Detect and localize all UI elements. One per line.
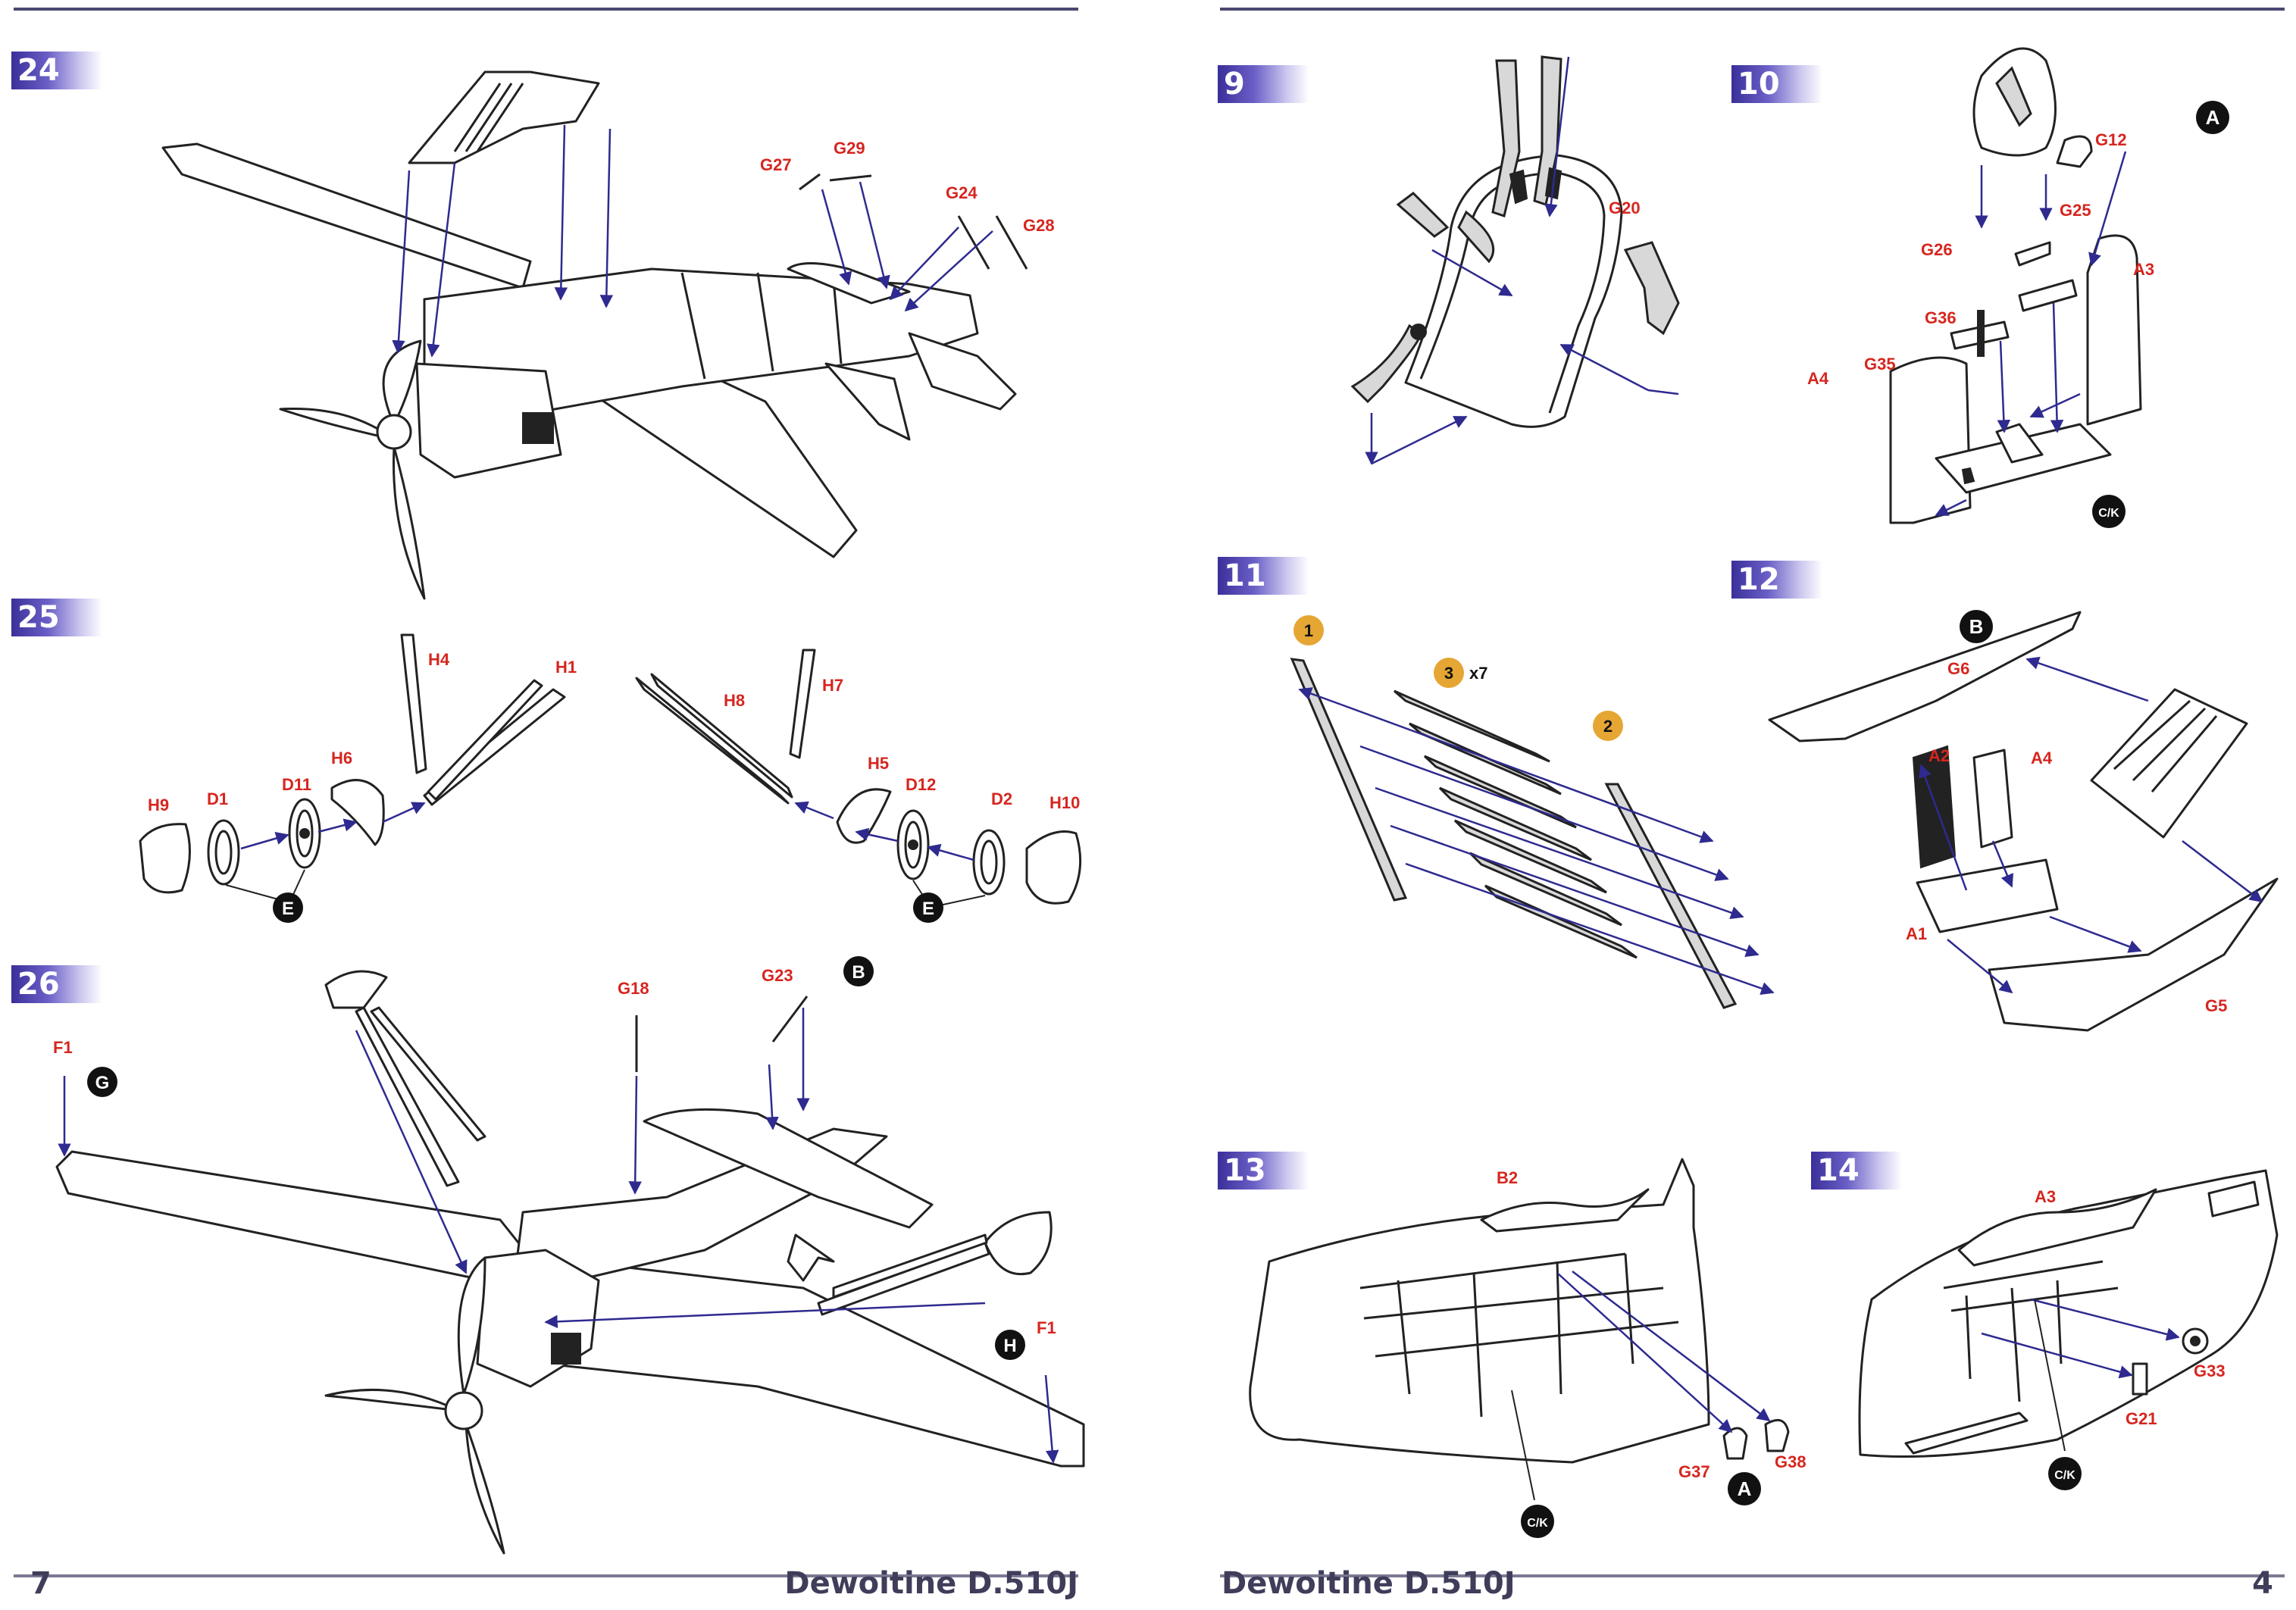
label-g35: G35 [1864, 355, 1896, 374]
step-10-floor [1889, 47, 2142, 524]
step-14-badge: 14 [1811, 1152, 1902, 1190]
label-g24: G24 [946, 183, 978, 202]
svg-text:C/K: C/K [2054, 1469, 2075, 1482]
label-b2: B2 [1497, 1168, 1518, 1187]
label-g29: G29 [834, 139, 865, 158]
footer-rule [14, 1574, 1078, 1577]
label-g5: G5 [2205, 996, 2227, 1015]
label-g6: G6 [1947, 659, 1969, 678]
label-d11: D11 [282, 775, 311, 794]
svg-text:C/K: C/K [2098, 507, 2119, 520]
label-g20: G20 [1609, 199, 1641, 217]
label-h7: H7 [822, 676, 843, 695]
label-g26: G26 [1921, 240, 1953, 259]
svg-text:H: H [1003, 1336, 1016, 1356]
label-g23: G23 [762, 966, 793, 985]
label-f1-left: F1 [53, 1038, 73, 1057]
label-g18: G18 [618, 979, 649, 998]
right-page-illustrations: G20 G12 G26 G25 A3 G36 G35 [1249, 47, 2279, 1538]
top-rule [1220, 8, 2285, 11]
paint-badge-3: 3 [1434, 658, 1464, 688]
label-h9: H9 [148, 796, 169, 814]
step-12-fairing [1768, 611, 2279, 1032]
label-a1: A1 [1906, 924, 1927, 943]
svg-text:G: G [95, 1073, 110, 1093]
marker-h: H [995, 1330, 1025, 1360]
svg-text:3: 3 [1444, 664, 1453, 683]
label-g25: G25 [2060, 201, 2091, 220]
step-14-fuselage [1858, 1169, 2279, 1458]
svg-text:A: A [2206, 106, 2220, 129]
marker-a-step13: A [1728, 1472, 1761, 1505]
label-g38: G38 [1775, 1452, 1806, 1471]
label-a4-step12: A4 [2031, 749, 2053, 767]
svg-text:B: B [852, 962, 865, 983]
label-h8: H8 [724, 691, 745, 710]
label-d12: D12 [906, 775, 936, 794]
label-a4: A4 [1807, 369, 1829, 388]
svg-text:2: 2 [1603, 717, 1613, 736]
marker-e-left: E [273, 893, 303, 923]
label-g21: G21 [2126, 1409, 2157, 1428]
label-g12: G12 [2095, 130, 2127, 149]
label-d2: D2 [991, 789, 1012, 808]
step-25-gear [139, 633, 1082, 906]
svg-text:E: E [922, 899, 934, 919]
svg-text:B: B [1969, 615, 1984, 638]
svg-text:A: A [1738, 1477, 1752, 1500]
paint-marker-ck-step13: C/K [1521, 1505, 1554, 1538]
step-9-seat [1350, 55, 1680, 465]
marker-a-step10: A [2196, 101, 2229, 134]
label-a3-step14: A3 [2035, 1187, 2056, 1206]
paint-marker-ck-step10: C/K [2092, 495, 2126, 528]
label-h1: H1 [555, 658, 577, 677]
step-26-badge: 26 [11, 965, 102, 1003]
label-g28: G28 [1023, 216, 1055, 235]
paint-badge-1: 1 [1293, 615, 1324, 646]
marker-b-step12: B [1960, 610, 1993, 643]
left-page-illustrations: G27 G29 G24 G28 [53, 70, 1085, 1555]
page-number: 4 [2252, 1566, 2273, 1601]
svg-text:C/K: C/K [1527, 1517, 1548, 1530]
right-page: 9 10 11 12 13 14 [1148, 0, 2296, 1610]
label-h10: H10 [1049, 793, 1080, 812]
paint-badge-2: 2 [1593, 711, 1623, 741]
label-a2: A2 [1928, 746, 1950, 765]
label-d1: D1 [207, 789, 228, 808]
marker-b: B [843, 956, 874, 986]
paint-marker-ck-step14: C/K [2048, 1457, 2082, 1490]
badge-quantity: x7 [1469, 664, 1487, 683]
label-a3: A3 [2133, 260, 2154, 279]
left-page: 24 25 26 [11, 8, 1085, 1601]
footer-rule [1220, 1574, 2285, 1577]
marker-g: G [87, 1067, 117, 1097]
step-12-badge: 12 [1731, 561, 1822, 599]
step-10-badge: 10 [1731, 65, 1822, 103]
page-number: 7 [30, 1566, 52, 1601]
step-26-aircraft [55, 970, 1085, 1555]
step-11-shutters [1290, 658, 1775, 1009]
label-g36: G36 [1925, 308, 1957, 327]
label-g33: G33 [2194, 1361, 2226, 1380]
model-title: Dewoitine D.510J [784, 1566, 1078, 1601]
step-25-badge: 25 [11, 599, 102, 636]
label-f1-right: F1 [1037, 1318, 1056, 1337]
step-24-aircraft [161, 70, 1028, 600]
step-11-badge: 11 [1218, 557, 1309, 595]
svg-text:E: E [282, 899, 294, 919]
model-title: Dewoitine D.510J [1222, 1566, 1516, 1601]
svg-text:1: 1 [1304, 621, 1313, 640]
label-g27: G27 [760, 155, 792, 174]
step-13-badge: 13 [1218, 1152, 1309, 1190]
label-h4: H4 [428, 650, 450, 669]
marker-e-right: E [913, 893, 943, 923]
top-rule [14, 8, 1078, 11]
label-h6: H6 [331, 749, 352, 767]
step-9-badge: 9 [1218, 65, 1309, 103]
label-h5: H5 [868, 754, 889, 773]
step-24-badge: 24 [11, 52, 102, 89]
step-13-fuselage [1249, 1158, 1790, 1501]
label-g37: G37 [1678, 1462, 1710, 1481]
